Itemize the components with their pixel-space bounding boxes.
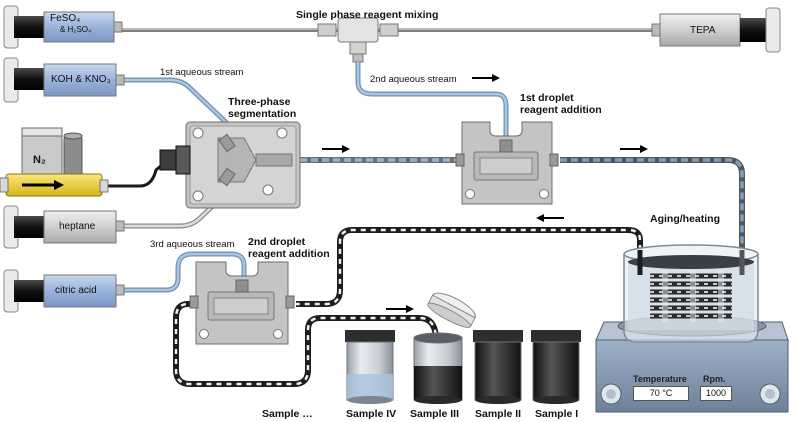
citric-label: citric acid [55,285,97,296]
t-junction [317,17,399,63]
second-addition-label: 2nd droplet reagent addition [248,236,330,260]
n2-supply [0,127,109,197]
sample-jar-ii [473,330,523,404]
flow-arrow [386,305,414,313]
heptane-syringe [3,205,125,249]
flow-arrow [472,74,500,82]
segmented-flow-4 [173,301,439,387]
aging-label: Aging/heating [650,213,720,225]
second-addition-label-line1: 2nd droplet [248,236,306,248]
feso4-label: FeSO₄ & H₂SO₄ [50,13,91,35]
flow-arrow [536,214,564,222]
sample-label: Sample II [475,408,522,420]
koh-syringe [3,57,125,103]
diagram-title: Single phase reagent mixing [296,9,439,21]
n2-label: N₂ [33,154,46,166]
second-addition-chip [189,261,295,345]
first-addition-label-line2: reagent addition [520,104,602,116]
three-phase-label-line2: segmentation [228,108,297,120]
three-phase-chip [159,121,301,209]
tepa-syringe [651,7,781,53]
segmented-flow-3 [296,227,643,307]
feso4-label-line1: FeSO₄ [50,13,81,24]
rpm-display: 1000 [700,386,732,401]
first-stream-label: 1st aqueous stream [160,67,244,78]
sample-label: Sample I [535,408,579,420]
sample-label: Sample IV [346,408,397,420]
second-addition-label-line2: reagent addition [248,248,330,260]
second-stream-label: 2nd aqueous stream [370,74,457,85]
sample-jar-iv [345,330,395,404]
n2-line [104,158,169,188]
temperature-display: 70 °C [633,386,689,401]
three-phase-label: Three-phase segmentation [228,96,296,120]
feso4-syringe [3,5,123,49]
sample-jar-i [531,330,581,404]
third-stream-label: 3rd aqueous stream [150,239,235,250]
flow-arrow [322,145,350,153]
segmented-flow-2 [560,157,745,250]
first-addition-chip [455,121,559,205]
feso4-label-line2: & H₂SO₄ [60,25,92,34]
sample-label: Sample … [262,408,313,420]
rpm-label: Rpm. [703,374,726,384]
first-addition-label-line1: 1st droplet [520,92,574,104]
sample-label: Sample III [410,408,460,420]
three-phase-label-line1: Three-phase [228,96,291,108]
first-aqueous-tube [124,77,234,130]
temperature-label: Temperature [633,374,687,384]
aging-bath [595,244,789,413]
heptane-label: heptane [59,221,96,232]
sample-jar-iii [413,292,476,404]
tepa-label: TEPA [690,25,716,36]
flow-arrow [620,145,648,153]
first-addition-label: 1st droplet reagent addition [520,92,602,116]
koh-label: KOH & KNO₃ [51,74,111,85]
citric-syringe [3,269,125,313]
